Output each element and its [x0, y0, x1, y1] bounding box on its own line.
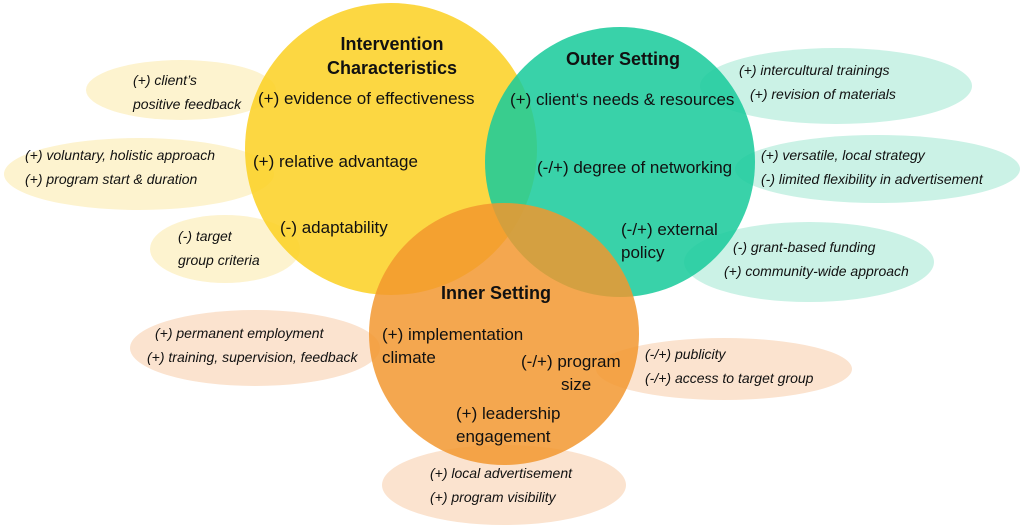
inner-setting-title: Inner Setting — [440, 283, 551, 303]
outer-factor-needs: (+) client‘s needs & resources — [510, 90, 735, 109]
outer-setting-title: Outer Setting — [565, 49, 680, 69]
intervention-factor-evidence: (+) evidence of effectiveness — [258, 89, 475, 108]
bubble-out-top-text: (+) intercultural trainings(+) revision … — [739, 62, 896, 102]
intervention-factor-advantage: (+) relative advantage — [253, 152, 418, 171]
bubble-intervention-middle — [4, 138, 274, 210]
bubble-inn-right-text: (-/+) publicity(-/+) access to target gr… — [645, 346, 814, 386]
intervention-factor-adaptability: (-) adaptability — [280, 218, 388, 237]
bubble-out-mid-text: (+) versatile, local strategy(-) limited… — [761, 147, 983, 187]
bubble-inner-right — [596, 338, 852, 400]
bubble-inn-bot-text: (+) local advertisement(+) program visib… — [430, 465, 573, 505]
bubble-int-mid-text: (+) voluntary, holistic approach(+) prog… — [25, 147, 215, 187]
bubble-inn-left-text: (+) permanent employment(+) training, su… — [147, 325, 358, 365]
bubble-out-bot-text: (-) grant-based funding(+) community-wid… — [724, 239, 909, 279]
bubble-inner-left — [130, 310, 380, 386]
outer-factor-networking: (-/+) degree of networking — [537, 158, 733, 177]
inner-setting-circle — [369, 203, 639, 465]
bubble-outer-middle — [735, 135, 1020, 203]
bubble-intervention-top — [86, 60, 276, 120]
